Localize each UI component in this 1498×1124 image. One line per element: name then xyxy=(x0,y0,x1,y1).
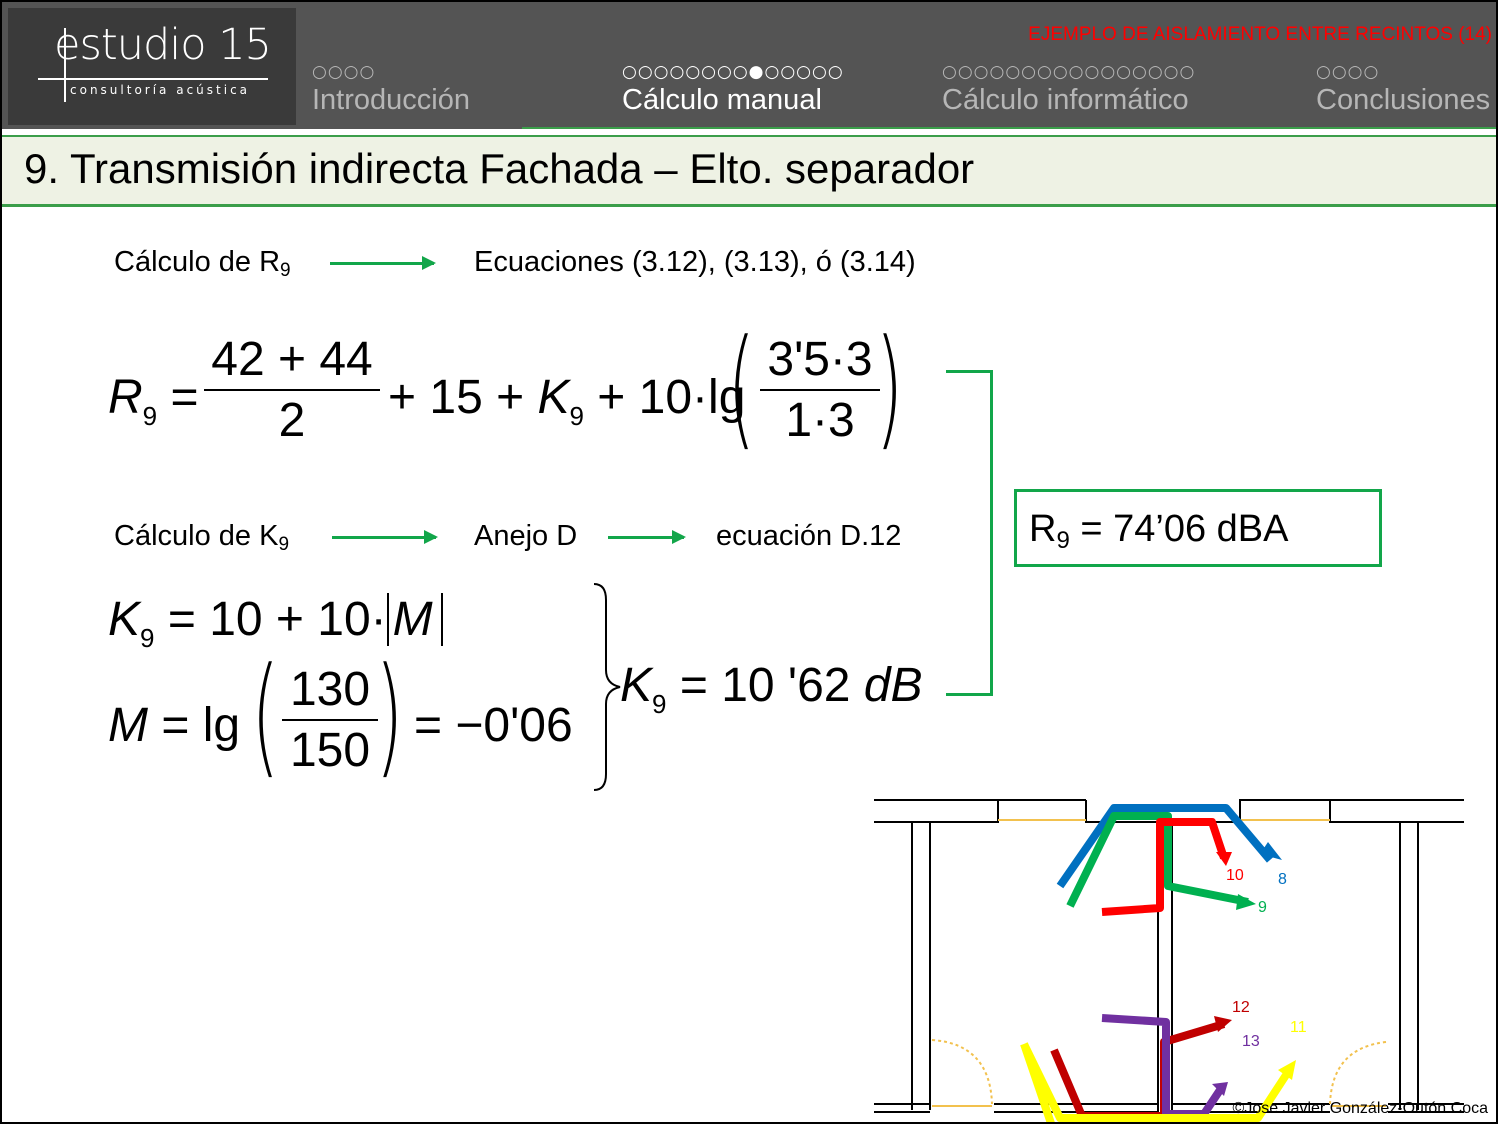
nav-progress-software: ○○○○○○○○○○○○○○○○ xyxy=(942,62,1196,82)
logo: estudio 15 consultoría acústica xyxy=(8,8,296,125)
right-paren: ) xyxy=(375,639,404,791)
arrow-icon xyxy=(608,530,686,544)
eq-r9-numerator2: 3'5·3 xyxy=(767,333,873,386)
nav-progress-conclusions: ○○○○ xyxy=(1316,62,1380,82)
eq-r9-lhs: R9 = xyxy=(108,371,199,431)
eq-k9-result: K9 = 10 '62 dB xyxy=(620,659,923,719)
eq-m-lhs: M = lg xyxy=(108,699,241,752)
step-k9-target: ecuación D.12 xyxy=(716,520,902,552)
eq-r9-fraction2: 3'5·3 1·3 xyxy=(760,332,880,448)
path-label-9: 9 xyxy=(1258,899,1267,916)
path-label-10: 10 xyxy=(1226,867,1244,884)
path-label-8: 8 xyxy=(1278,871,1287,888)
logo-divider xyxy=(64,28,66,102)
fraction-bar xyxy=(282,719,378,721)
fraction-bar xyxy=(760,389,880,391)
step-k9-mid: Anejo D xyxy=(474,520,578,552)
nav-progress-intro: ○○○○ xyxy=(312,62,376,82)
path-label-13: 13 xyxy=(1242,1033,1260,1050)
curly-brace xyxy=(593,583,621,791)
floor-plan-diagram: 8 9 10 11 12 13 xyxy=(874,799,1464,1122)
eq-r9-denominator2: 1·3 xyxy=(785,394,855,447)
nav-manual[interactable]: Cálculo manual xyxy=(622,84,822,116)
nav-progress-manual: ○○○○○○○○●○○○○○ xyxy=(622,62,844,82)
eq-r9-mid: + 15 + K9 + 10·lg xyxy=(388,371,746,431)
eq-m-fraction: 130 150 xyxy=(282,662,378,778)
step-k9-lead: Cálculo de K9 xyxy=(114,520,290,555)
logo-wordmark: estudio 15 xyxy=(54,20,272,70)
eq-r9-numerator: 42 + 44 xyxy=(211,333,373,386)
green-bracket xyxy=(946,370,993,696)
arrow-icon xyxy=(332,530,438,544)
arrow-icon xyxy=(330,256,436,270)
path-label-12: 12 xyxy=(1232,999,1250,1016)
slide-tag: EJEMPLO DE AISLAMIENTO ENTRE RECINTOS (1… xyxy=(1028,24,1492,45)
step-r9-target: Ecuaciones (3.12), (3.13), ó (3.14) xyxy=(474,246,916,278)
eq-m-rhs: = −0'06 xyxy=(414,699,573,752)
eq-r9-denominator: 2 xyxy=(278,394,306,447)
nav-software[interactable]: Cálculo informático xyxy=(942,84,1189,116)
nav-intro[interactable]: Introducción xyxy=(312,84,470,116)
left-paren: ( xyxy=(251,639,280,791)
eq-m-denominator: 150 xyxy=(289,724,371,777)
step-r9-lead: Cálculo de R9 xyxy=(114,246,291,281)
right-paren: ) xyxy=(875,311,904,463)
slide-title: 9. Transmisión indirecta Fachada – Elto.… xyxy=(24,145,975,192)
fraction-bar xyxy=(204,389,380,391)
nav-conclusions[interactable]: Conclusiones xyxy=(1316,84,1491,116)
eq-m-numerator: 130 xyxy=(289,663,371,716)
active-section-bar xyxy=(522,127,1496,129)
copyright: ©Jose Javier González-Outón Coca xyxy=(1232,1100,1488,1117)
result-box xyxy=(1014,489,1382,567)
left-paren: ( xyxy=(727,311,756,463)
eq-k9: K9 = 10 + 10·M xyxy=(108,592,443,654)
path-label-11: 11 xyxy=(1290,1019,1307,1036)
logo-underline xyxy=(38,78,268,80)
title-bar xyxy=(2,135,1496,207)
header-bar: estudio 15 consultoría acústica EJEMPLO … xyxy=(2,2,1496,129)
logo-tagline: consultoría acústica xyxy=(70,83,251,97)
result-r9: R9 = 74’06 dBA xyxy=(1029,508,1289,554)
eq-r9-fraction: 42 + 44 2 xyxy=(204,332,380,448)
